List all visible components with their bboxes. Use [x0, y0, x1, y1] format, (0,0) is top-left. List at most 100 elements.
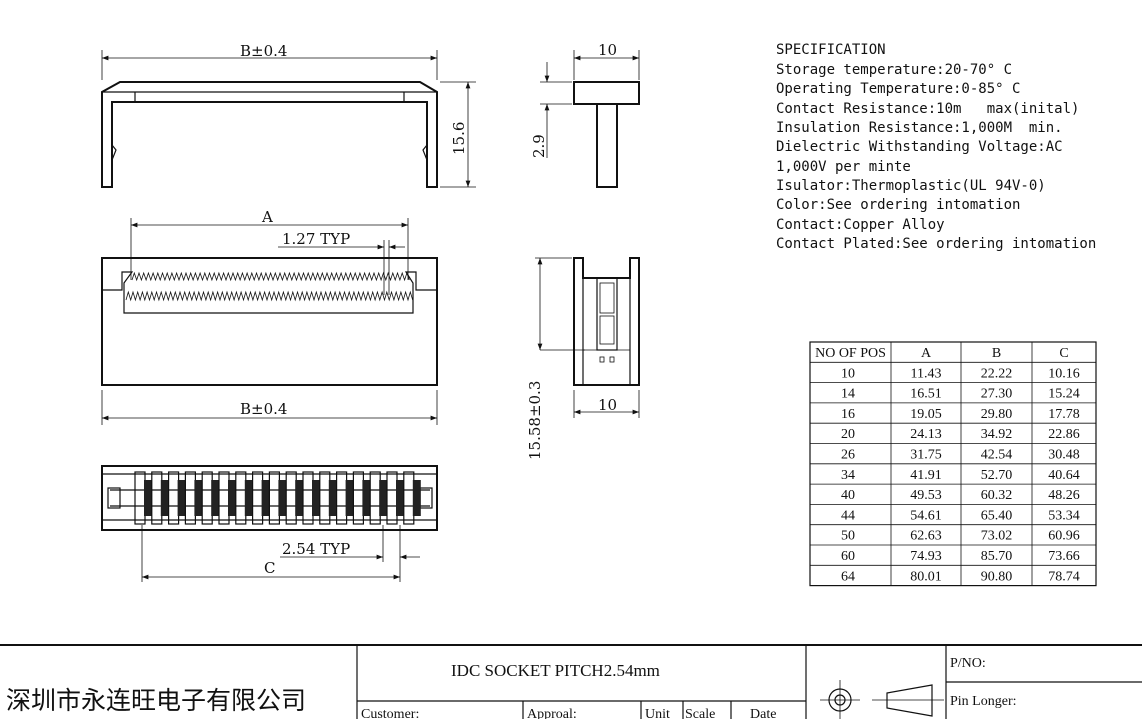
table-cell: 62.63 [910, 529, 942, 544]
drawing-title: IDC SOCKET PITCH2.54mm [451, 661, 660, 680]
pin-slot [319, 471, 331, 525]
pin-slot [252, 471, 264, 525]
pitch-127-dim: 1.27 TYP [282, 230, 350, 248]
contact-pin [144, 480, 152, 516]
table-cell: 22.22 [981, 366, 1013, 381]
customer-label: Customer: [361, 707, 419, 719]
spec-line: Contact Plated:See ordering intomation [776, 236, 1096, 252]
spec-line: 1,000V per minte [776, 159, 911, 175]
table-cell: 40.64 [1048, 468, 1080, 483]
pin-slot [352, 471, 364, 525]
pin-slot [168, 471, 180, 525]
table-cell: 22.86 [1048, 427, 1080, 442]
table-cell: 27.30 [981, 387, 1013, 402]
table-cell: 60.32 [981, 488, 1013, 503]
contact-pin [295, 480, 304, 516]
pin-slot [369, 471, 381, 525]
table-cell: 90.80 [981, 569, 1013, 584]
table-header-cell: A [921, 346, 932, 361]
contact-pin [228, 480, 236, 516]
contact-pin [160, 480, 169, 516]
table-cell: 20 [841, 427, 855, 442]
table-cell: 41.91 [910, 468, 942, 483]
pno-label: P/NO: [950, 656, 986, 671]
table-cell: 10.16 [1048, 366, 1080, 381]
table-cell: 60.96 [1048, 529, 1080, 544]
table-header-cell: NO OF POS [815, 346, 886, 361]
spec-line: Contact:Copper Alloy [776, 217, 945, 233]
date-label: Date [750, 707, 776, 719]
spec-title: SPECIFICATION [776, 42, 886, 58]
table-cell: 53.34 [1048, 508, 1080, 523]
table-cell: 10 [841, 366, 855, 381]
table-cell: 19.05 [910, 407, 942, 422]
table-cell: 74.93 [910, 549, 942, 564]
spec-line: Color:See ordering intomation [776, 197, 1020, 213]
spec-line: Storage temperature:20-70° C [776, 62, 1012, 78]
pin-slot [268, 471, 280, 525]
pin-slot [218, 471, 230, 525]
side-width-dim: 10 [598, 41, 617, 59]
table-cell: 49.53 [910, 488, 942, 503]
pin-slot [201, 471, 213, 525]
table-cell: 29.80 [981, 407, 1013, 422]
pin-longer-label: Pin Longer: [950, 694, 1017, 709]
table-cell: 34.92 [981, 427, 1013, 442]
table-cell: 11.43 [911, 366, 942, 381]
table-cell: 15.24 [1048, 387, 1080, 402]
contact-pin [379, 480, 388, 516]
contact-pin [244, 480, 253, 516]
table-cell: 42.54 [981, 448, 1013, 463]
scale-label: Scale [685, 707, 715, 719]
contact-pin [261, 480, 270, 516]
projection-symbol-icon [820, 680, 944, 719]
table-cell: 52.70 [981, 468, 1013, 483]
table-cell: 60 [841, 549, 855, 564]
pin-slot [134, 471, 146, 525]
contact-pin [211, 480, 220, 516]
side-front-height-dim: 15.58±0.3 [526, 381, 544, 460]
spec-line: Operating Temperature:0-85° C [776, 81, 1020, 97]
table-cell: 44 [841, 508, 855, 523]
pin-slot [302, 471, 314, 525]
spec-line: Dielectric Withstanding Voltage:AC [776, 139, 1063, 155]
title-block: 深圳市永连旺电子有限公司 IDC SOCKET PITCH2.54mm Cust… [0, 644, 1142, 719]
table-cell: 54.61 [910, 508, 942, 523]
contact-pin [278, 480, 287, 516]
top-width-dim: B±0.4 [240, 42, 287, 60]
table-cell: 64 [841, 569, 855, 584]
side-front-width-dim: 10 [598, 396, 617, 414]
front-width-dim: B±0.4 [240, 400, 287, 418]
spec-line: Insulation Resistance:1,000M min. [776, 120, 1063, 136]
table-cell: 30.48 [1048, 448, 1080, 463]
table-cell: 16.51 [910, 387, 942, 402]
side-view-front: 15.58±0.3 10 [526, 257, 640, 460]
table-cell: 48.26 [1048, 488, 1080, 503]
table-cell: 85.70 [981, 549, 1013, 564]
contact-pin [362, 480, 371, 516]
contact-pin [412, 480, 421, 516]
table-cell: 73.02 [981, 529, 1013, 544]
contact-pin [328, 480, 337, 516]
contact-pin [312, 480, 320, 516]
pin-slot [285, 471, 297, 525]
table-cell: 14 [841, 387, 855, 402]
company-name: 深圳市永连旺电子有限公司 [6, 686, 306, 715]
pin-slot [235, 471, 247, 525]
table-cell: 80.01 [910, 569, 942, 584]
spec-line: Contact Resistance:10m max(inital) [776, 101, 1079, 117]
contact-pin [345, 480, 354, 516]
pitch-254-dim: 2.54 TYP [282, 540, 350, 558]
pin-slot [403, 471, 415, 525]
table-header-cell: C [1059, 346, 1068, 361]
a-dim: A [261, 208, 273, 226]
pin-slot [336, 471, 348, 525]
table-cell: 73.66 [1048, 549, 1080, 564]
pin-slot [184, 471, 196, 525]
contact-pin [177, 480, 186, 516]
table-cell: 34 [841, 468, 855, 483]
table-cell: 78.74 [1048, 569, 1080, 584]
pin-slot [151, 471, 163, 525]
